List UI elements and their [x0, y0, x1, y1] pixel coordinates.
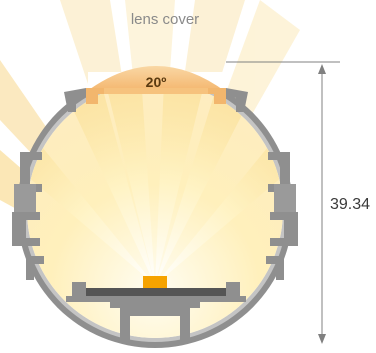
led-board [66, 282, 246, 302]
led-icon [143, 276, 167, 288]
lens-cover-label: lens cover [130, 11, 200, 28]
dimension-label: 39.34 [330, 196, 371, 213]
mounting-channel [110, 302, 200, 340]
beam-angle-label: 20º [145, 74, 167, 90]
profile-left-slots [12, 152, 44, 280]
dimension-arrow-icon [226, 61, 340, 344]
profile-right-slots [266, 152, 298, 280]
lens-cover [86, 66, 226, 92]
